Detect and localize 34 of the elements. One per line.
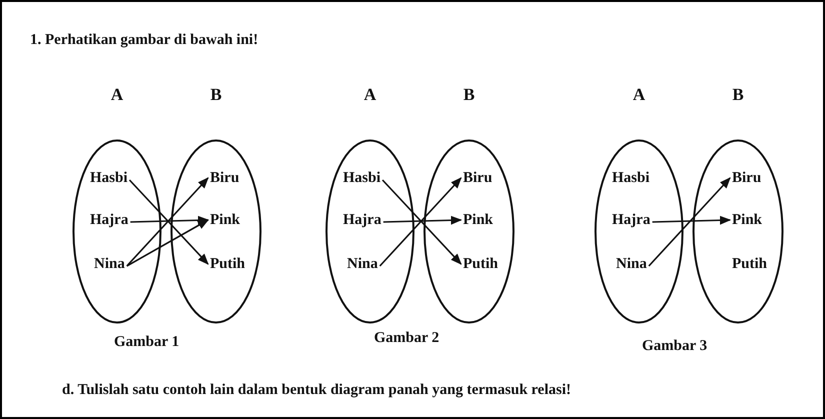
set-member-label: Nina (347, 255, 378, 273)
set-member-label: Hasbi (90, 169, 128, 187)
arrow (126, 219, 209, 267)
set-member-label: Pink (732, 211, 762, 229)
set-label: B (462, 84, 476, 106)
set-member-label: Hajra (612, 211, 650, 229)
set-member-label: Biru (210, 169, 240, 187)
instruction-text: d. Tulislah satu contoh lain dalam bentuk diagram panah yang termasuk relasi! (62, 382, 572, 399)
figure-caption: Gambar 3 (642, 338, 708, 355)
set-member-label: Pink (463, 211, 494, 229)
set-member-label: Putih (463, 255, 498, 273)
set-member-label: Biru (732, 169, 762, 187)
set-label: A (110, 84, 124, 106)
set-member-label: Hasbi (612, 169, 650, 187)
set-label: B (209, 84, 223, 106)
question-text: 1. Perhatikan gambar di bawah ini! (30, 32, 258, 49)
figure-caption: Gambar 1 (114, 334, 180, 351)
set-member-label: Biru (463, 169, 492, 187)
set-label: B (731, 84, 745, 106)
arrow (652, 216, 732, 225)
set-member-label: Nina (94, 255, 125, 273)
figure-caption: Gambar 2 (374, 330, 440, 347)
set-member-label: Nina (616, 255, 647, 273)
set-member-label: Hajra (90, 211, 128, 229)
arrow (383, 216, 462, 225)
set-member-label: Pink (210, 211, 240, 229)
set-member-label: Hasbi (343, 169, 381, 187)
arrow (648, 177, 731, 267)
set-label: A (632, 84, 646, 106)
set-member-label: Putih (210, 255, 246, 273)
set-label: A (362, 84, 378, 106)
set-member-label: Putih (732, 255, 768, 273)
arrow (130, 216, 210, 225)
set-member-label: Hajra (343, 211, 382, 229)
